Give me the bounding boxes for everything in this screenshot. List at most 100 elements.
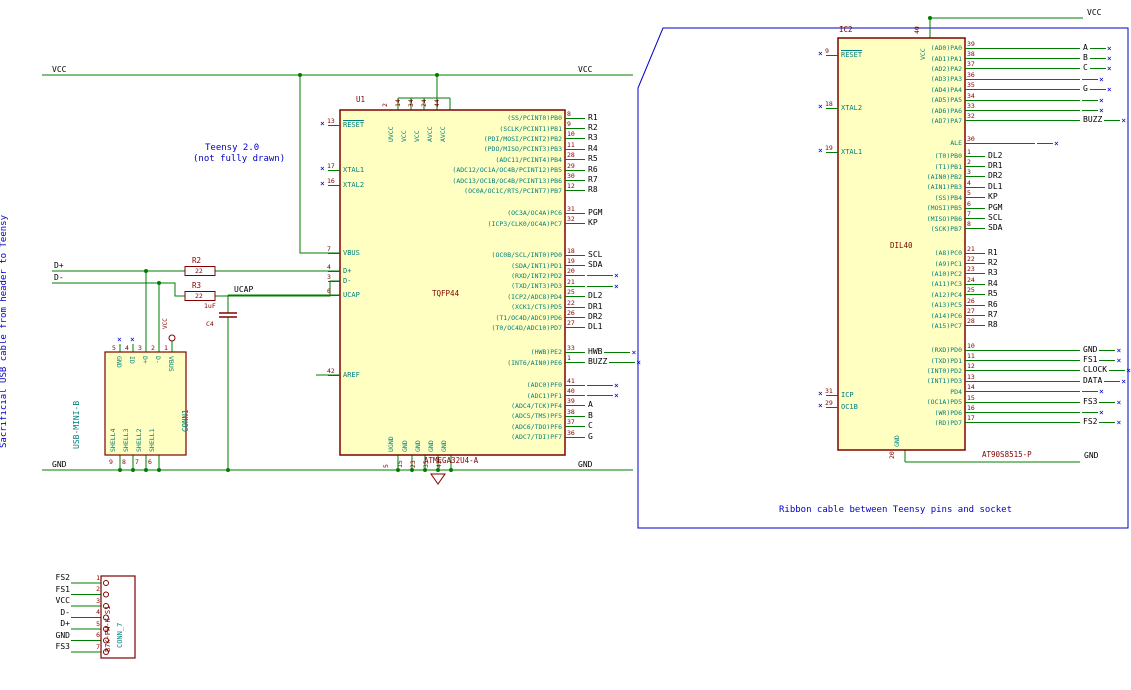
vcc-flag-label: VCC (162, 318, 169, 329)
pin-wire: 18 (825, 100, 838, 109)
pin-wire: 6 (327, 287, 340, 296)
pin-name: (A12)PC4 (930, 290, 962, 299)
pin-name: D- (343, 277, 352, 285)
pin-name: VBUS (343, 249, 360, 257)
pin-name: (RD)PD7 (934, 418, 962, 427)
u1-pin-xtal2: 16 XTAL2 (320, 177, 364, 190)
pin-wire: 19 (825, 144, 838, 153)
pin-row: (ADC5/TMS)PF5 38 B (342, 408, 619, 421)
pin-row: (ADC0)PF0 41 × (342, 377, 619, 390)
conn7-reference: CONN_7 (116, 622, 124, 648)
u1-reference: U1 (356, 95, 366, 104)
pin-row: (AD3)PA3 36 × (841, 70, 1126, 84)
pin-number: 36 (967, 70, 975, 79)
pin-row: (MOSI)PB5 6 PGM (841, 200, 1003, 213)
no-connect-icon: × (1088, 64, 1112, 73)
u1-portb-pins: (SS/PCINT0)PB0 8 R1 (SCLK/PCINT1)PB1 9 R… (342, 110, 598, 196)
net-label: R8 (988, 320, 998, 330)
pin-name: RESET (841, 51, 863, 59)
pin-number: 12 (567, 182, 575, 191)
pin-number: 5 (112, 344, 116, 352)
net-label: GND (55, 630, 70, 640)
pin-name: UCAP (343, 291, 360, 299)
pin-number: 20 (888, 451, 896, 459)
net-label: DR2 (988, 171, 1003, 181)
pin-name: (PDI/MOSI/PCINT2)PB2 (483, 134, 562, 143)
pin-wire: 38 (965, 50, 985, 60)
pin-number: 32 (567, 215, 575, 224)
net-label: DR1 (588, 301, 603, 311)
pin-number: 39 (967, 39, 975, 48)
pin-wire: 25 (965, 286, 985, 296)
pin-row: PD4 14 × (841, 383, 1131, 397)
pin-wire: 14 (965, 383, 985, 393)
pin-wire: 9 (825, 47, 838, 56)
pin-row: (AIN1)PB3 4 DL1 (841, 179, 1003, 192)
pin-name: (AIN0)PB2 (926, 172, 962, 181)
pin-name: (AD7)PA7 (930, 116, 962, 125)
pin-name: (A10)PC2 (930, 269, 962, 278)
no-connect-icon: × (1088, 44, 1112, 53)
pin-number: 34 (967, 91, 975, 100)
ic2-pin-reset: 9 RESET (818, 47, 863, 60)
net-label: DR1 (988, 161, 1003, 171)
ic2-pin-oc1b: 29 OC1B (818, 399, 858, 412)
pin-row: (ADC1)PF1 40 × (342, 387, 619, 400)
pin-name: (AD0)PA0 (930, 44, 962, 53)
net-label: SDA (588, 260, 603, 270)
pin-row: (SS)PB4 5 KP (841, 189, 1002, 203)
u1-pin-aref: 42 AREF (327, 367, 360, 380)
pin-row: (RXD)PD0 10 GND × (841, 342, 1131, 355)
u1-portd-pins: (OC0B/SCL/INT0)PD0 18 SCL (SDA/INT1)PD1 … (342, 247, 619, 333)
net-label: R2 (588, 123, 598, 133)
u1-pin-reset: 13 RESET (320, 117, 364, 130)
pin-name: (PDO/MISO/PCINT3)PB3 (483, 145, 562, 154)
conn7-row: GND 6 (48, 631, 100, 647)
pin-number: 6 (148, 458, 152, 466)
pin-row: ALE 30 × (841, 135, 1059, 148)
no-connect-icon: × (1080, 387, 1104, 396)
pin-row: (AD1)PA1 38 B × (841, 50, 1126, 63)
pin-row: (T1)PB1 2 DR1 (841, 158, 1003, 171)
r3-reference: R3 (192, 281, 202, 290)
pin-wire: 42 (327, 367, 340, 376)
gnd-label-left: GND (52, 460, 67, 469)
ucap-wire (227, 294, 340, 470)
pin-wire-ext (985, 99, 1080, 101)
net-label: VCC (55, 596, 70, 606)
pin-number: 43 (435, 460, 443, 468)
pin-wire: 26 (965, 297, 985, 306)
pin-row: (AD6)PA6 33 × (841, 102, 1126, 115)
ic2-body (837, 37, 966, 451)
usb-shell-wires (119, 455, 160, 470)
pin-name: GND (115, 356, 123, 368)
pin-number: 44 (433, 99, 441, 107)
pin-number: 37 (567, 418, 575, 427)
no-connect-icon: × (1097, 398, 1121, 407)
pin-name: PD4 (950, 387, 962, 396)
u1-value: ATMEGA32U4-A (424, 456, 479, 465)
pin-wire: 6 (965, 200, 985, 209)
net-label: PGM (988, 202, 1003, 212)
pin-row: (AIN0)PB2 3 DR2 (841, 168, 1003, 182)
pin-row: (A11)PC3 24 R4 (841, 276, 998, 289)
pin-name: (ADC13/OC1B/OC4B/PCINT13)PB6 (452, 176, 562, 185)
ribbon-note: Ribbon cable between Teensy pins and soc… (779, 505, 1012, 515)
pin-row: (A9)PC1 22 R2 (841, 255, 998, 268)
pin-name: SHELL2 (135, 428, 143, 452)
net-label: FS2 (55, 573, 70, 583)
pin-name: (TXD/INT3)PD3 (511, 282, 562, 291)
pin-number: 15 (967, 393, 975, 402)
net-label: FS1 (1083, 355, 1098, 365)
pin-name: (RXD)PD0 (930, 346, 962, 355)
pin-wire: 24 (965, 276, 985, 285)
pin-wire: 37 (965, 60, 985, 70)
teensy-note-line2: (not fully drawn) (193, 154, 286, 164)
ribbon-cable-box (637, 27, 1129, 529)
pin-name: (OC0A/OC1C/RTS/PCINT7)PB7 (464, 186, 562, 195)
pin-number: 35 (422, 460, 430, 468)
pin-wire: 17 (327, 162, 340, 171)
pin-wire: 13 (327, 117, 340, 126)
pin-row: (SCK)PB7 8 SDA (841, 220, 1003, 234)
net-label: DL1 (588, 322, 603, 332)
